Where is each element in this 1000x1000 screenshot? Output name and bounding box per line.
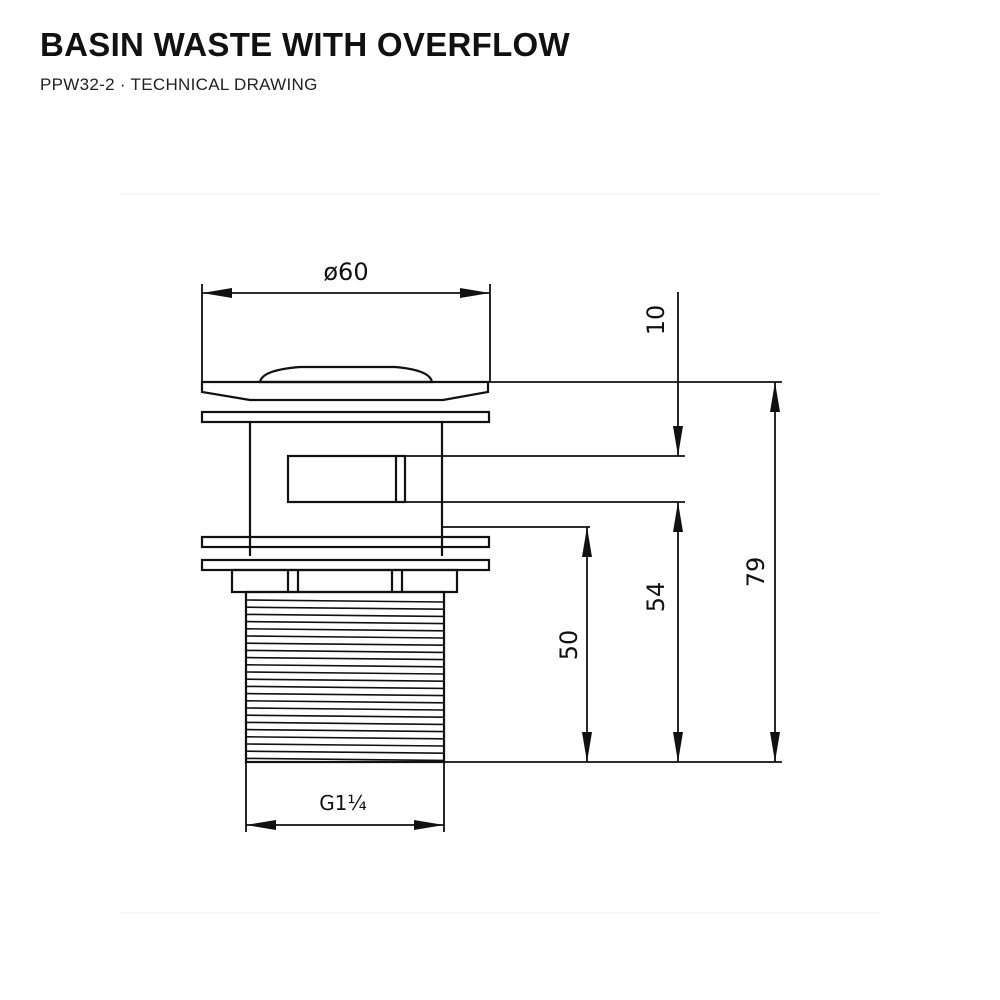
lower-flange-upper — [200, 535, 491, 549]
thread-line — [246, 664, 444, 668]
thread-line — [246, 685, 444, 690]
thread-line — [246, 750, 444, 754]
overall-height-label: 79 — [742, 557, 770, 588]
cap-height-label: 10 — [642, 305, 670, 336]
cap-flange — [200, 380, 490, 402]
thread-line — [246, 635, 444, 639]
thread-line — [246, 599, 444, 603]
lower-flange-lower — [200, 558, 491, 572]
threaded-shank — [244, 590, 446, 764]
thread-line — [246, 743, 444, 747]
lock-nut — [230, 568, 459, 594]
body-length-label: 54 — [642, 582, 670, 613]
page-title: BASIN WASTE WITH OVERFLOW — [40, 26, 570, 63]
thread-line — [246, 606, 444, 610]
page-subtitle: PPW32-2 · TECHNICAL DRAWING — [40, 75, 318, 94]
thread-line — [246, 736, 444, 740]
thread-line — [246, 678, 444, 682]
thread-line — [246, 700, 444, 704]
thread-line — [246, 714, 444, 718]
thread-lines — [246, 599, 444, 762]
thread-line — [246, 692, 444, 697]
basin-waste-outline — [200, 365, 491, 764]
dimension-lines — [201, 284, 782, 832]
thread-line — [246, 628, 444, 632]
cap-dome — [258, 365, 434, 384]
thread-line — [246, 728, 444, 733]
thread-size-label: G1¼ — [319, 791, 367, 815]
thread-line — [246, 613, 444, 618]
diameter-label: ø60 — [323, 258, 368, 286]
thread-length-label: 50 — [555, 630, 583, 661]
thread-line — [246, 649, 444, 654]
thread-line — [246, 671, 444, 675]
thread-line — [246, 707, 444, 711]
overflow-slot — [286, 454, 407, 504]
top-flange-plate — [200, 410, 491, 424]
thread-line — [246, 642, 444, 646]
thread-line — [246, 656, 444, 661]
thread-line — [246, 620, 444, 625]
thread-line — [246, 721, 444, 726]
thread-line — [246, 757, 444, 762]
